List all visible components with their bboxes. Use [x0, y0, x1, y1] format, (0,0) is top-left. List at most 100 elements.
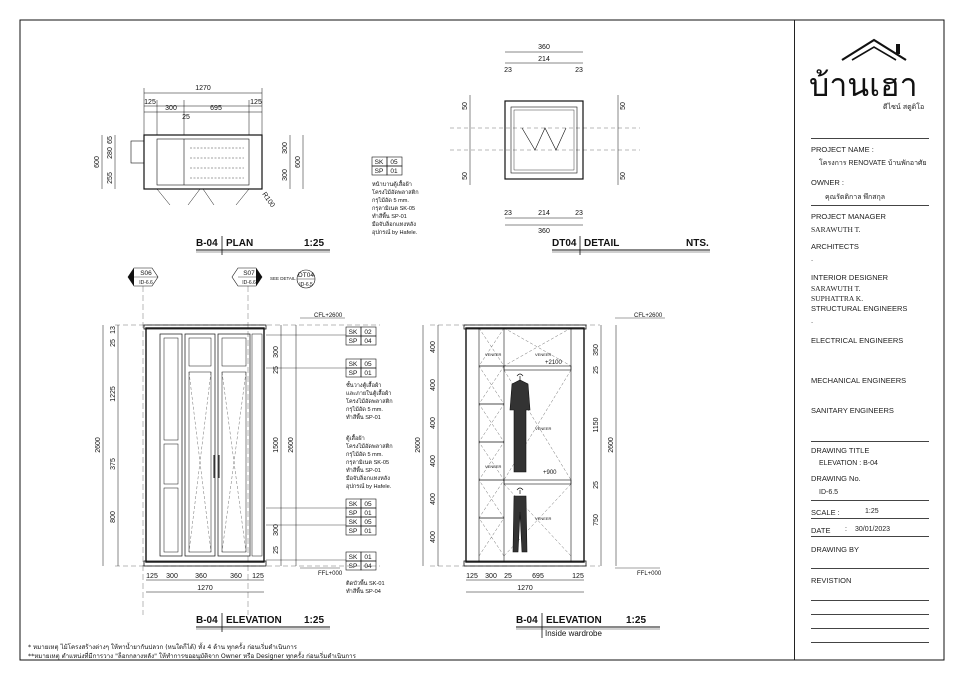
- project-name-label: PROJECT NAME :: [811, 145, 874, 154]
- detail-dim-50c: 50: [620, 102, 627, 110]
- detail-view: 360 23 214 23 50 50 50 50 23 214 23 360 …: [450, 44, 710, 255]
- svg-text:05: 05: [364, 361, 372, 368]
- electrical-engineers-label: ELECTRICAL ENGINEERS: [811, 336, 904, 345]
- plan-view: 1270 125 300 695 125 25 65 280 255 600 3…: [94, 85, 330, 255]
- svg-text:04: 04: [364, 563, 372, 570]
- svg-text:S06: S06: [140, 270, 152, 277]
- detail-dim-23a: 23: [504, 67, 512, 74]
- svg-text:โครงไม้อัดพลาสติก: โครงไม้อัดพลาสติก: [372, 188, 419, 196]
- structural-engineers-label: STRUCTURAL ENGINEERS: [811, 304, 908, 313]
- detail-dim-360-bottom: 360: [538, 228, 550, 235]
- svg-text:05: 05: [390, 159, 398, 166]
- detail-dim-214: 214: [538, 56, 550, 63]
- elev2-title-code: B-04: [516, 615, 538, 626]
- svg-text:SK: SK: [349, 554, 358, 561]
- detail-title-code: DT04: [552, 238, 577, 249]
- svg-text:1270: 1270: [517, 585, 533, 592]
- section-callout-s06: S06 ID-6.6: [127, 267, 159, 287]
- svg-text:1270: 1270: [197, 585, 213, 592]
- svg-text:VENEER: VENEER: [535, 516, 552, 521]
- svg-text:02: 02: [364, 329, 372, 336]
- elev1-cabinet-outline: [145, 327, 265, 563]
- detail-dim-23d: 23: [575, 210, 583, 217]
- svg-text:695: 695: [532, 573, 544, 580]
- scale-value: 1:25: [865, 508, 879, 515]
- svg-text:400: 400: [430, 379, 437, 391]
- elev2-cabinet-outline: [465, 327, 585, 563]
- elev2-subtitle: Inside wardrobe: [545, 629, 602, 638]
- svg-text:125: 125: [466, 573, 478, 580]
- interior-designer-1: SARAWUTH T.: [811, 284, 861, 293]
- footnote-1: * หมายเหตุ ไม้โครงสร้างต่างๆ ให้ทาน้ำยาก…: [28, 644, 298, 651]
- svg-text:1500: 1500: [273, 437, 280, 453]
- elev2-title-scale: 1:25: [626, 615, 646, 626]
- svg-text:ID-6.6: ID-6.6: [242, 280, 256, 286]
- svg-text:SP: SP: [349, 563, 358, 570]
- svg-text:SK: SK: [349, 501, 358, 508]
- plan-dim-300-r1: 300: [282, 142, 289, 154]
- svg-text:125: 125: [146, 573, 158, 580]
- detail-dim-23b: 23: [575, 67, 583, 74]
- tag-sk02-sp04: SK 02 SP 04: [266, 326, 377, 346]
- svg-text:VENEER: VENEER: [535, 352, 552, 357]
- svg-text:05: 05: [364, 519, 372, 526]
- svg-text:300: 300: [273, 346, 280, 358]
- svg-text:DT04: DT04: [298, 272, 314, 279]
- svg-text:400: 400: [430, 493, 437, 505]
- svg-text:SK: SK: [349, 519, 358, 526]
- elev1-title-name: ELEVATION: [226, 615, 282, 626]
- footnote-2: **หมายเหตุ ตำแหน่งที่มีการวาง "ล็อกกลางห…: [28, 653, 356, 660]
- project-name-value: โครงการ RENOVATE บ้านพักอาศัย: [819, 160, 927, 167]
- plan-dim-300: 300: [165, 105, 177, 112]
- project-manager-value: SARAWUTH T.: [811, 225, 861, 234]
- svg-text:ทำสีพื้น SP-04: ทำสีพื้น SP-04: [346, 587, 381, 595]
- level-cfl-right: CFL+2600: [615, 313, 665, 319]
- svg-text:และภายในตู้เสื้อผ้า: และภายในตู้เสื้อผ้า: [346, 389, 391, 397]
- svg-text:โครงไม้อัดพลาสติก: โครงไม้อัดพลาสติก: [346, 397, 393, 405]
- plan-dim-255: 255: [107, 172, 114, 184]
- svg-text:มือจับล็อกแทงหลัง: มือจับล็อกแทงหลัง: [372, 220, 417, 228]
- svg-text:1150: 1150: [593, 417, 600, 432]
- plan-title-scale: 1:25: [304, 238, 324, 249]
- level-ffl-left: FFL+000: [300, 567, 343, 577]
- svg-text:750: 750: [593, 514, 600, 526]
- svg-text:SP: SP: [349, 370, 358, 377]
- elev1-title-code: B-04: [196, 615, 218, 626]
- svg-text:2600: 2600: [608, 437, 615, 453]
- svg-text:กรุไม้อัด 5 mm.: กรุไม้อัด 5 mm.: [346, 406, 383, 413]
- level-900: +900: [543, 470, 557, 476]
- svg-text:800: 800: [110, 511, 117, 523]
- svg-text:ทำสีพื้น SP-01: ทำสีพื้น SP-01: [346, 413, 381, 421]
- svg-text:01: 01: [364, 510, 372, 517]
- drawing-title-value: ELEVATION : B-04: [819, 460, 878, 467]
- svg-text:CFL+2600: CFL+2600: [634, 313, 663, 319]
- svg-text:SK: SK: [375, 159, 384, 166]
- svg-text:SK: SK: [349, 329, 358, 336]
- detail-dim-23c: 23: [504, 210, 512, 217]
- svg-text:FFL+000: FFL+000: [318, 571, 343, 577]
- plan-dim-r100: R100: [260, 191, 275, 209]
- svg-text:ทำสีพื้น SP-01: ทำสีพื้น SP-01: [372, 212, 407, 220]
- svg-text:360: 360: [230, 573, 242, 580]
- elevation-front: 13 25 1225 2600 375 800 300 25 1500 2600…: [95, 324, 380, 632]
- svg-text:FFL+000: FFL+000: [637, 571, 662, 577]
- svg-text:กรุลามิเนต SK-05: กรุลามิเนต SK-05: [372, 205, 415, 212]
- svg-text:กรุลามิเนต SK-05: กรุลามิเนต SK-05: [346, 459, 389, 466]
- svg-text:01: 01: [364, 528, 372, 535]
- svg-text:SP: SP: [375, 168, 384, 175]
- note-wardrobe: ตู้เสื้อผ้า โครงไม้อัดพลาสติก กรุไม้อัด …: [346, 434, 393, 490]
- plan-dim-600: 600: [94, 156, 101, 168]
- svg-text:05: 05: [364, 501, 372, 508]
- detail-panel-outer: [504, 100, 584, 180]
- plan-dim-65: 65: [107, 136, 114, 144]
- house-logo-icon: [841, 38, 907, 61]
- architects-value: .: [811, 254, 814, 263]
- mechanical-engineers-label: MECHANICAL ENGINEERS: [811, 376, 907, 385]
- svg-text:ID-6.5: ID-6.5: [299, 282, 313, 288]
- svg-text:125: 125: [572, 573, 584, 580]
- tag-sk01-sp04: SK 01 SP 04: [266, 551, 377, 571]
- svg-text:S07: S07: [243, 270, 255, 277]
- plan-cabinet-outline: [143, 134, 263, 190]
- hanging-trousers-icon: [512, 487, 528, 553]
